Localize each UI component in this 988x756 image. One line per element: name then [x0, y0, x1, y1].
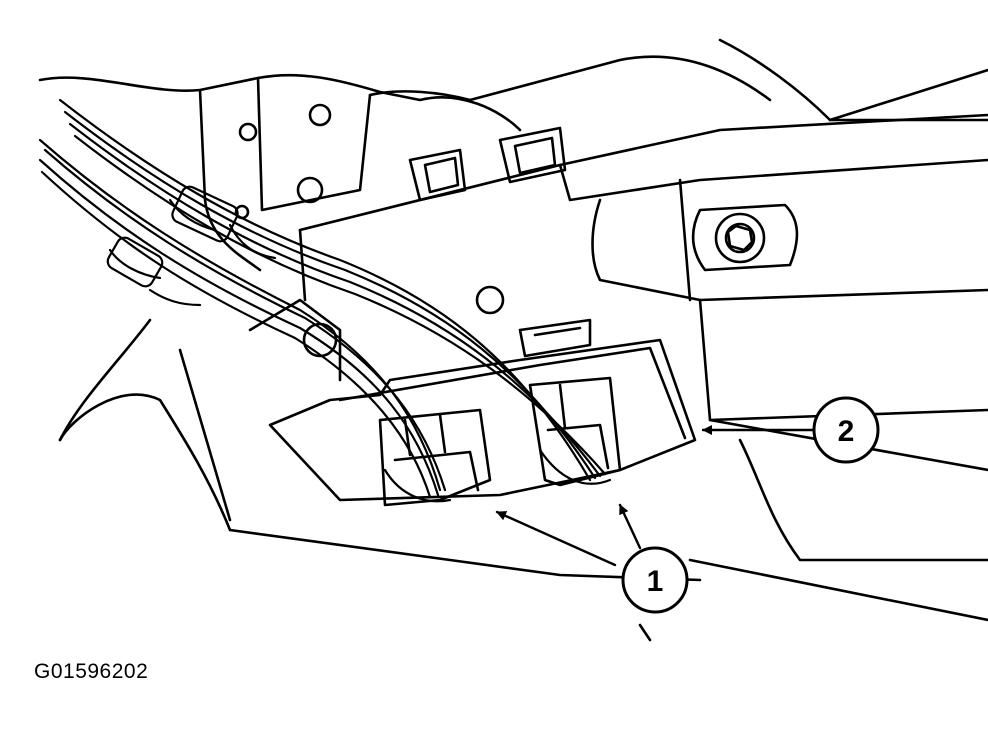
callout-1: 1 — [621, 546, 689, 614]
figure-code: G01596202 — [34, 660, 149, 683]
connector-right — [528, 376, 622, 487]
connector-left — [378, 408, 492, 507]
callout-1-label: 1 — [647, 565, 664, 598]
callout-leaders — [495, 425, 817, 567]
body-structure — [38, 38, 988, 642]
wire-harness — [38, 98, 612, 503]
callout-2-label: 2 — [838, 415, 855, 448]
callout-2: 2 — [812, 396, 880, 464]
